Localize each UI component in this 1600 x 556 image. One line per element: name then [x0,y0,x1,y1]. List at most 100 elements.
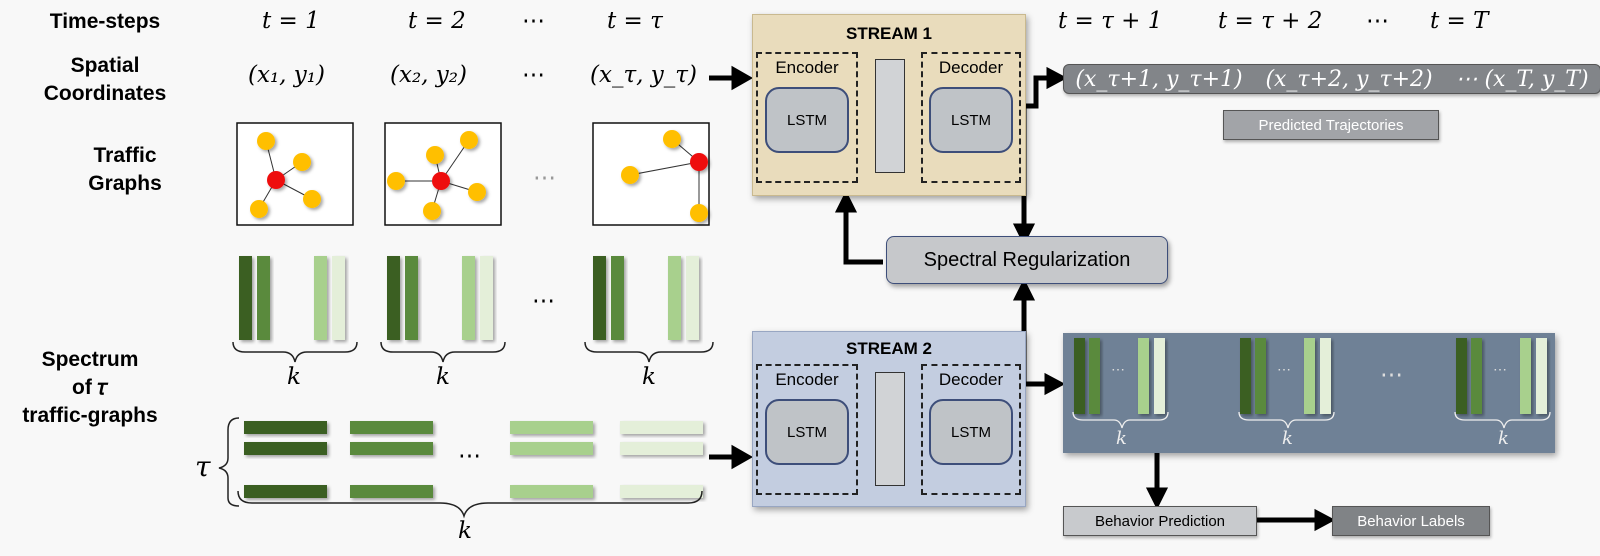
graphs-dots: ⋯ [533,165,556,191]
bars-dots: ⋯ [532,288,555,314]
brace-k-3 [584,341,714,363]
output-eigen-bar [1320,338,1331,414]
time-label-dots: ⋯ [522,8,545,34]
pred-coord-3: ⋯ (x_T, y_T) [1455,66,1589,92]
stream1-encoder-lstm: LSTM [765,87,849,153]
label-traffic-graphs: Traffic Graphs [60,142,190,198]
stream2-panel: STREAM 2 Encoder LSTM Decoder LSTM [752,331,1026,507]
eigen-bar [462,256,475,340]
output-eigen-bar [1471,338,1482,414]
eigen-bar [332,256,345,340]
pred-coord-1: (x_τ+1, y_τ+1) [1075,66,1243,92]
stream1-decoder-box: Decoder LSTM [921,52,1021,183]
stream1-decoder-lstm: LSTM [929,87,1013,153]
output-eigen-bar [1304,338,1315,414]
output-eigen-bar [1138,338,1149,414]
coord-label-1: (x₁, y₁) [248,62,325,88]
out-dots-mid: ⋯ [1380,362,1403,388]
eigen-bar [239,256,252,340]
output-eigen-bars [1074,338,1547,414]
graph-node [293,153,311,171]
graph-node [621,166,639,184]
output-eigen-bar [1520,338,1531,414]
brace-k-1 [232,341,358,363]
eigen-bar [686,256,699,340]
stream2-title: STREAM 2 [846,339,932,358]
eigen-bars-horizontal [244,421,703,498]
stream1-latent-bar [875,59,905,173]
traffic-graph-2 [384,122,502,226]
tau-label: τ [195,450,211,483]
predicted-trajectories-label: Predicted Trajectories [1223,110,1439,140]
traffic-graph-1 [236,122,354,226]
future-time-label-T: t = T [1430,8,1489,34]
future-time-label-1: t = τ + 1 [1058,8,1163,34]
eigen-bar [593,256,606,340]
graph-center-node [267,171,285,189]
eigen-bar-horizontal [350,421,433,434]
stream2-latent-bar [875,372,905,486]
future-time-label-2: t = τ + 2 [1218,8,1323,34]
eigen-bar [611,256,624,340]
label-spatial-line1: Spatial [70,54,140,77]
output-eigen-bar [1074,338,1085,414]
out-dots-2: ⋯ [1277,362,1291,378]
hbars-dots: ⋯ [458,443,481,469]
eigen-bar [387,256,400,340]
stream2-encoder-lstm: LSTM [765,399,849,465]
stream2-decoder-label: Decoder [938,370,1004,389]
out-dots-3: ⋯ [1493,362,1507,378]
k-label-bottom: k [458,518,472,544]
k-label-3: k [642,364,656,390]
graph-node [250,200,268,218]
graph-node [387,172,405,190]
eigen-bar [257,256,270,340]
braces [218,341,714,519]
label-time-steps: Time-steps [49,10,161,33]
out-k-label-1: k [1116,428,1127,449]
graph-node [690,204,708,222]
predicted-coordinates-pill: (x_τ+1, y_τ+1) (x_τ+2, y_τ+2) ⋯ (x_T, y_… [1063,64,1600,94]
eigen-bar-horizontal [244,421,327,434]
k-label-1: k [287,364,301,390]
brace-k-2 [380,341,506,363]
eigen-bar-horizontal [620,442,703,455]
eigen-bars-vertical [239,256,699,340]
eigen-bar [668,256,681,340]
future-time-label-dots: ⋯ [1366,8,1389,34]
stream2-decoder-lstm: LSTM [929,399,1013,465]
stream2-decoder-box: Decoder LSTM [921,364,1021,495]
pred-coord-2: (x_τ+2, y_τ+2) [1265,66,1433,92]
label-spectrum-line3: traffic-graphs [22,404,158,427]
coord-label-tau: (x_τ, y_τ) [590,62,697,88]
stream1-encoder-box: Encoder LSTM [756,52,858,183]
label-spectrum-line1: Spectrum [41,348,139,371]
graph-node [303,190,321,208]
stream2-encoder-box: Encoder LSTM [756,364,858,495]
eigen-bar-horizontal [620,421,703,434]
graph-node [663,130,681,148]
out-dots-1: ⋯ [1111,362,1125,378]
stream1-decoder-label: Decoder [938,58,1004,77]
label-spatial-coordinates: Spatial Coordinates [20,52,190,108]
eigen-bar-horizontal [244,442,327,455]
eigen-bar-horizontal [620,485,703,498]
coord-label-dots: ⋯ [522,62,545,88]
graph-node [257,132,275,150]
output-eigen-bar [1536,338,1547,414]
graph-node [460,131,478,149]
stream1-title: STREAM 1 [846,24,932,43]
behavior-prediction-box: Behavior Prediction [1063,506,1257,536]
label-traffic-line1: Traffic [93,144,157,167]
eigen-bar-horizontal [350,442,433,455]
coord-label-2: (x₂, y₂) [390,62,467,88]
spectral-regularization-box: Spectral Regularization [886,236,1168,284]
eigen-bar-horizontal [510,421,593,434]
label-spectrum-line2: of 𝜏 [72,376,108,399]
k-label-2: k [436,364,450,390]
eigen-bar [480,256,493,340]
eigen-bar [314,256,327,340]
eigen-bar-horizontal [510,442,593,455]
output-braces [1072,411,1551,429]
